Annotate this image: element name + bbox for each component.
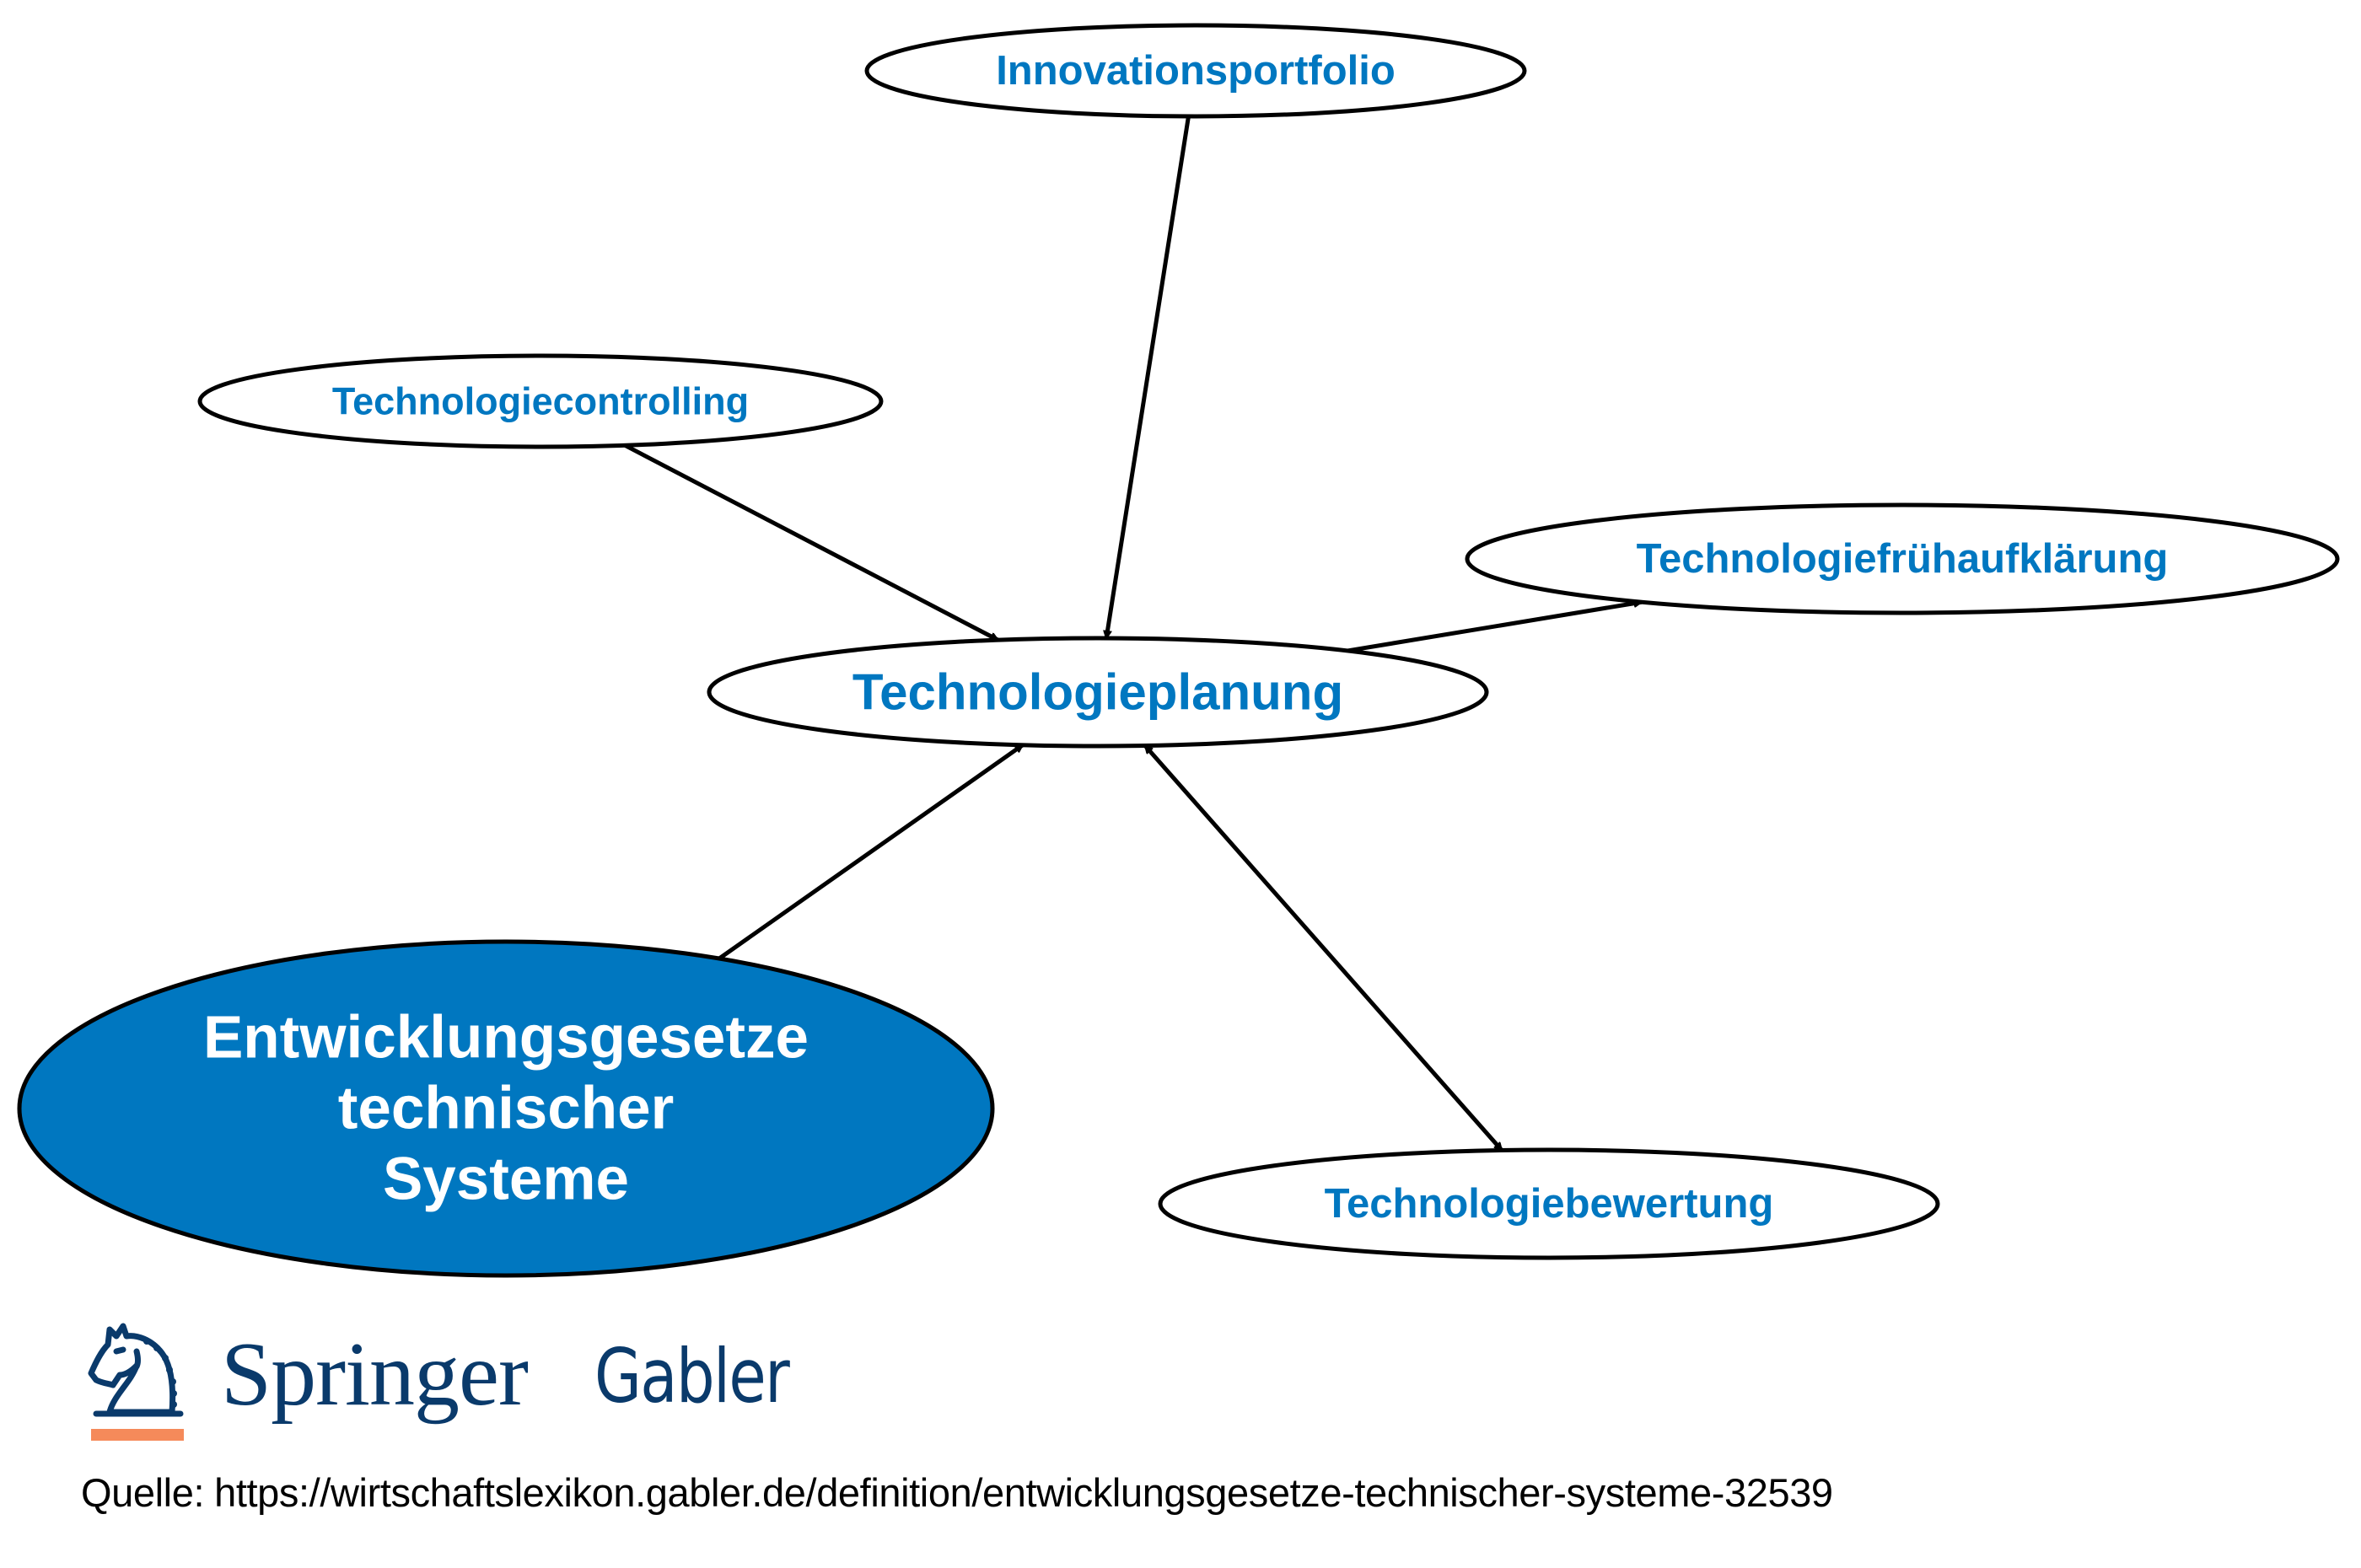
logo-underline bbox=[91, 1429, 184, 1441]
node-label: Technologiebewertung bbox=[1325, 1181, 1774, 1227]
source-url-link[interactable]: https://wirtschaftslexikon.gabler.de/def… bbox=[214, 1470, 1833, 1515]
node-shape bbox=[197, 353, 884, 449]
edge-entwicklungsgesetze-to-technologieplanung bbox=[718, 743, 1025, 961]
springer-knight-horse-icon bbox=[88, 1323, 184, 1441]
edges-layer bbox=[624, 115, 1642, 1152]
logo-word-gabler: Gabler bbox=[594, 1333, 790, 1420]
node-technologiecontrolling[interactable]: Technologiecontrolling bbox=[197, 353, 884, 449]
node-label: Technologieplanung bbox=[852, 664, 1343, 721]
node-label: Technologiecontrolling bbox=[332, 380, 749, 423]
node-shape bbox=[1158, 1147, 1940, 1260]
node-shape bbox=[17, 939, 995, 1278]
edge-technologieplanung-to-technologiebewertung bbox=[1143, 744, 1503, 1152]
node-label: Systeme bbox=[383, 1146, 629, 1213]
edge-technologieplanung-to-technologiefruehaufklaerung bbox=[1347, 602, 1642, 653]
source-label: Quelle: bbox=[81, 1470, 205, 1515]
edge-innovationsportfolio-to-technologieplanung bbox=[1106, 115, 1191, 638]
node-technologiebewertung[interactable]: Technologiebewertung bbox=[1158, 1147, 1940, 1260]
node-label: Entwicklungsgesetze bbox=[203, 1005, 809, 1071]
node-shape bbox=[1465, 502, 2340, 615]
node-label: Innovationsportfolio bbox=[996, 48, 1396, 94]
node-innovationsportfolio[interactable]: Innovationsportfolio bbox=[864, 23, 1527, 119]
node-technologieplanung[interactable]: Technologieplanung bbox=[707, 636, 1489, 749]
node-label: Technologiefrühaufklärung bbox=[1637, 536, 2169, 582]
source-citation: Quelle:https://wirtschaftslexikon.gabler… bbox=[81, 1469, 1833, 1517]
node-shape bbox=[707, 636, 1489, 749]
node-technologiefruehaufklaerung[interactable]: Technologiefrühaufklärung bbox=[1465, 502, 2340, 615]
node-shape bbox=[864, 23, 1527, 119]
node-label: technischer bbox=[338, 1076, 675, 1142]
concept-graph: InnovationsportfolioTechnologiecontrolli… bbox=[17, 23, 2340, 1278]
logo-word-springer: Springer bbox=[221, 1324, 529, 1425]
edge-technologiecontrolling-to-technologieplanung bbox=[624, 443, 998, 642]
nodes-layer: InnovationsportfolioTechnologiecontrolli… bbox=[17, 23, 2340, 1278]
springer-gabler-logo: Springer Gabler bbox=[84, 1311, 843, 1454]
